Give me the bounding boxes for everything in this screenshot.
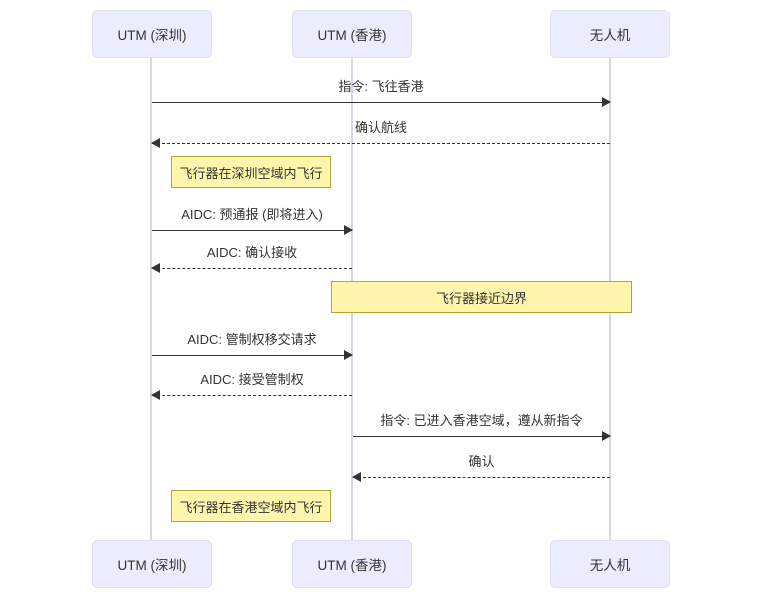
message-line: [353, 477, 610, 478]
note-label: 飞行器在深圳空域内飞行: [179, 165, 323, 181]
note-1-aircraft-in-shenzhen-airspace: 飞行器在深圳空域内飞行: [171, 156, 331, 188]
message-line: [152, 143, 610, 144]
message-label: 确认航线: [354, 120, 407, 135]
message-line: [353, 436, 610, 437]
message-line: [152, 268, 352, 269]
participant-box-uav-top[interactable]: 无人机: [550, 10, 670, 58]
arrowhead-left-icon: [151, 390, 160, 400]
participant-box-utm-hongkong-top[interactable]: UTM (香港): [292, 10, 412, 58]
lifeline-utm-shenzhen: [150, 58, 152, 540]
arrowhead-right-icon: [344, 225, 353, 235]
arrowhead-right-icon: [344, 350, 353, 360]
arrowhead-left-icon: [151, 138, 160, 148]
arrowhead-left-icon: [151, 263, 160, 273]
message-label: AIDC: 预通报 (即将进入): [181, 207, 323, 222]
participant-box-utm-shenzhen-top[interactable]: UTM (深圳): [92, 10, 212, 58]
message-label: AIDC: 管制权移交请求: [187, 332, 317, 347]
participant-label: 无人机: [589, 558, 631, 573]
message-label: 指令: 已进入香港空域，遵从新指令: [380, 413, 583, 428]
message-label: AIDC: 确认接收: [206, 245, 298, 260]
message-line: [152, 102, 610, 103]
note-label: 飞行器在香港空域内飞行: [179, 499, 323, 515]
arrowhead-right-icon: [602, 97, 611, 107]
arrowhead-right-icon: [602, 431, 611, 441]
message-line: [152, 230, 352, 231]
participant-box-utm-hongkong-bottom[interactable]: UTM (香港): [292, 540, 412, 588]
participant-label: UTM (深圳): [117, 28, 187, 43]
participant-label: 无人机: [589, 28, 631, 43]
message-label: 指令: 飞往香港: [338, 79, 424, 94]
participant-label: UTM (香港): [317, 558, 387, 573]
message-label: AIDC: 接受管制权: [200, 372, 304, 387]
participant-label: UTM (深圳): [117, 558, 187, 573]
participant-box-uav-bottom[interactable]: 无人机: [550, 540, 670, 588]
note-2-aircraft-approaching-boundary: 飞行器接近边界: [331, 281, 632, 313]
participant-label: UTM (香港): [317, 28, 387, 43]
note-label: 飞行器接近边界: [435, 290, 527, 306]
message-line: [152, 395, 352, 396]
arrowhead-left-icon: [352, 472, 361, 482]
note-3-aircraft-in-hongkong-airspace: 飞行器在香港空域内飞行: [171, 490, 331, 522]
message-line: [152, 355, 352, 356]
participant-box-utm-shenzhen-bottom[interactable]: UTM (深圳): [92, 540, 212, 588]
message-label: 确认: [468, 454, 495, 469]
